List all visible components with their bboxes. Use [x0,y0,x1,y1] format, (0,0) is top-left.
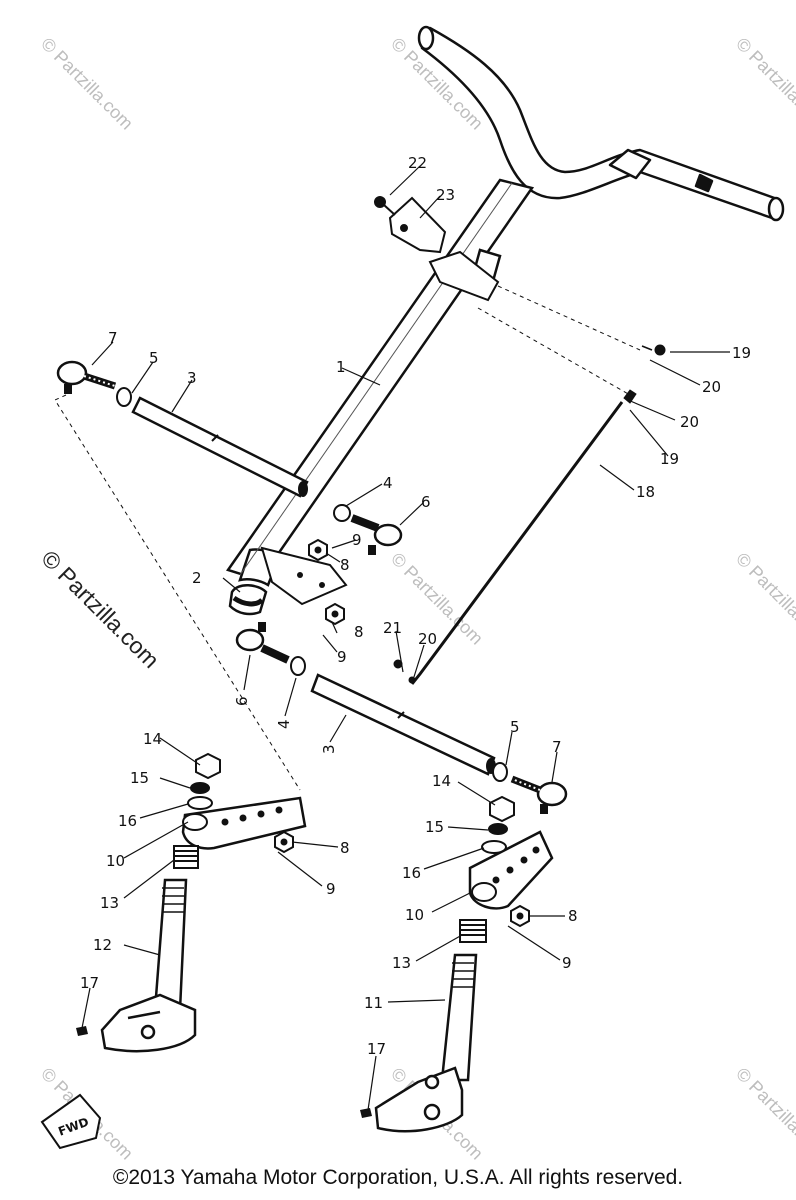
callout-12: 12 [93,936,112,954]
pitman-plate [260,546,348,606]
nut-part8-mid [325,603,345,625]
callout-8: 8 [340,839,350,857]
nut-part8-left-arm [274,831,294,853]
bolt-left [76,1026,88,1036]
hardware-right [481,795,515,854]
callout-23: 23 [436,186,455,204]
callout-22: 22 [408,154,427,172]
callout-5: 5 [149,349,159,367]
callout-11: 11 [364,994,383,1012]
nut-part8-right-arm [510,905,530,927]
callout-15: 15 [425,818,444,836]
handlebar [417,25,785,222]
callout-16: 16 [402,864,421,882]
callout-18: 18 [636,483,655,501]
steering-column [225,178,535,587]
hardware-left [187,752,221,810]
watermark-faint: © Partzilla.com [387,34,487,134]
leader-lines [81,165,730,1111]
callout-21: 21 [383,619,402,637]
tie-rod-lower [310,673,496,776]
spindle-left [100,878,197,1053]
callout-13: 13 [392,954,411,972]
callout-2: 2 [192,569,202,587]
watermark-faint: © Partzilla.com [732,34,796,134]
callout-14: 14 [432,772,451,790]
spindle-right [374,953,478,1133]
callout-6: 6 [233,696,251,706]
callout-6: 6 [421,493,431,511]
spring-right [459,919,487,943]
watermark-faint: © Partzilla.com [732,549,796,649]
callout-3: 3 [187,369,197,387]
callout-20: 20 [702,378,721,396]
fwd-arrow-icon: FWD [40,1093,102,1150]
bolt-right [360,1108,372,1118]
callout-7: 7 [552,738,562,756]
callout-19: 19 [732,344,751,362]
rod-end-upper-left [56,360,132,407]
callouts: 7 5 3 1 22 23 19 20 20 19 18 4 6 9 8 2 8… [80,154,751,1058]
callout-1: 1 [336,358,346,376]
column-boot [228,584,268,616]
callout-9: 9 [352,531,362,549]
spring-left [173,845,199,869]
callout-16: 16 [118,812,137,830]
rod-end-right [492,762,568,814]
callout-5: 5 [510,718,520,736]
callout-9: 9 [562,954,572,972]
callout-14: 14 [143,730,162,748]
callout-10: 10 [106,852,125,870]
callout-20: 20 [680,413,699,431]
callout-8: 8 [340,556,350,574]
watermark-faint: © Partzilla.com [387,549,487,649]
bracket-assembly [374,196,500,302]
assembly-lines [54,285,641,791]
copyright-notice: ©2013 Yamaha Motor Corporation, U.S.A. A… [112,1166,684,1189]
callout-8: 8 [354,623,364,641]
callout-9: 9 [326,880,336,898]
nut-part8-upper [308,539,328,561]
callout-13: 13 [100,894,119,912]
callout-7: 7 [108,329,118,347]
callout-3: 3 [320,744,338,754]
callout-8: 8 [568,907,578,925]
tie-rod-upper [131,396,309,498]
watermark-faint: © Partzilla.com [37,34,137,134]
callout-4: 4 [383,474,393,492]
steering-arm-right [468,830,554,910]
callout-4: 4 [275,719,293,729]
watermark-faint: © Partzilla.com [732,1064,796,1164]
callout-9: 9 [337,648,347,666]
watermark-main: © Partzilla.com [36,545,164,673]
callout-20: 20 [418,630,437,648]
rod-end-center-lower [235,622,306,676]
callout-17: 17 [80,974,99,992]
callout-15: 15 [130,769,149,787]
callout-10: 10 [405,906,424,924]
rod-end-center-upper [333,504,403,555]
callout-19: 19 [660,450,679,468]
callout-17: 17 [367,1040,386,1058]
